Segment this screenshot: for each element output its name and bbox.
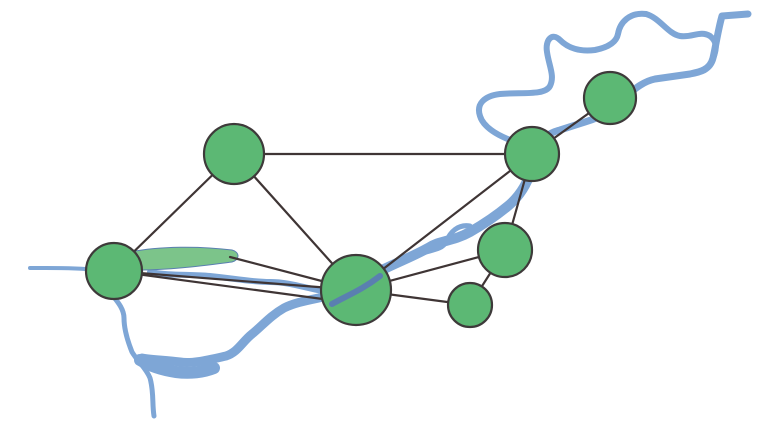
node-far-northeast (584, 72, 636, 124)
river-upper-branch (646, 14, 716, 56)
node-west (86, 243, 142, 299)
river-southern-branch (142, 296, 328, 363)
node-northeast (505, 127, 559, 181)
node-east (478, 223, 532, 277)
river-system (30, 14, 748, 416)
node-southeast (448, 283, 492, 327)
river-upper-meander (534, 14, 748, 148)
river-south-tributary (110, 292, 154, 416)
node-northwest (204, 124, 264, 184)
